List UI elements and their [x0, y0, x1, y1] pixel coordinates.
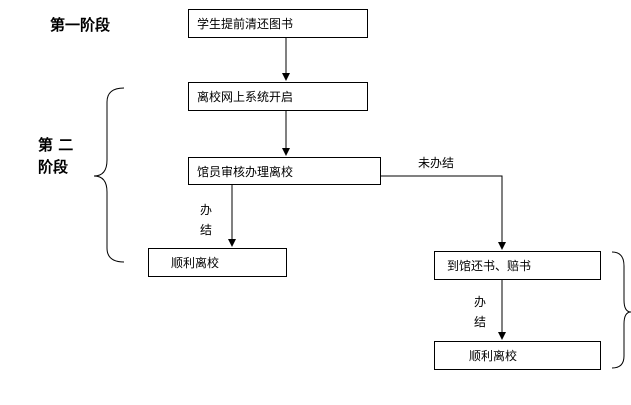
edge-label-done-right-1: 办 — [473, 295, 486, 309]
arrow-review-to-return — [381, 175, 506, 250]
node-system-open: 离校网上系统开启 — [188, 82, 368, 111]
right-brace — [611, 251, 631, 369]
node-return-compensate: 到馆还书、赔书 — [434, 251, 601, 280]
stage-2-label-line2: 阶段 — [38, 158, 69, 176]
edge-label-done-left-1: 办 — [199, 203, 212, 217]
node-review: 馆员审核办理离校 — [188, 157, 381, 185]
node-apply: 学生提前清还图书 — [188, 9, 368, 38]
edge-label-not-done: 未办结 — [418, 156, 455, 170]
edge-label-done-right-2: 结 — [473, 315, 486, 329]
stage-1-label: 第一阶段 — [50, 16, 111, 34]
edge-label-done-left-2: 结 — [199, 223, 212, 237]
node-success-left: 顺利离校 — [148, 248, 287, 277]
stage-2-label-line1: 第 二 — [38, 136, 74, 154]
node-success-right: 顺利离校 — [434, 341, 601, 370]
stage2-brace — [93, 87, 125, 263]
